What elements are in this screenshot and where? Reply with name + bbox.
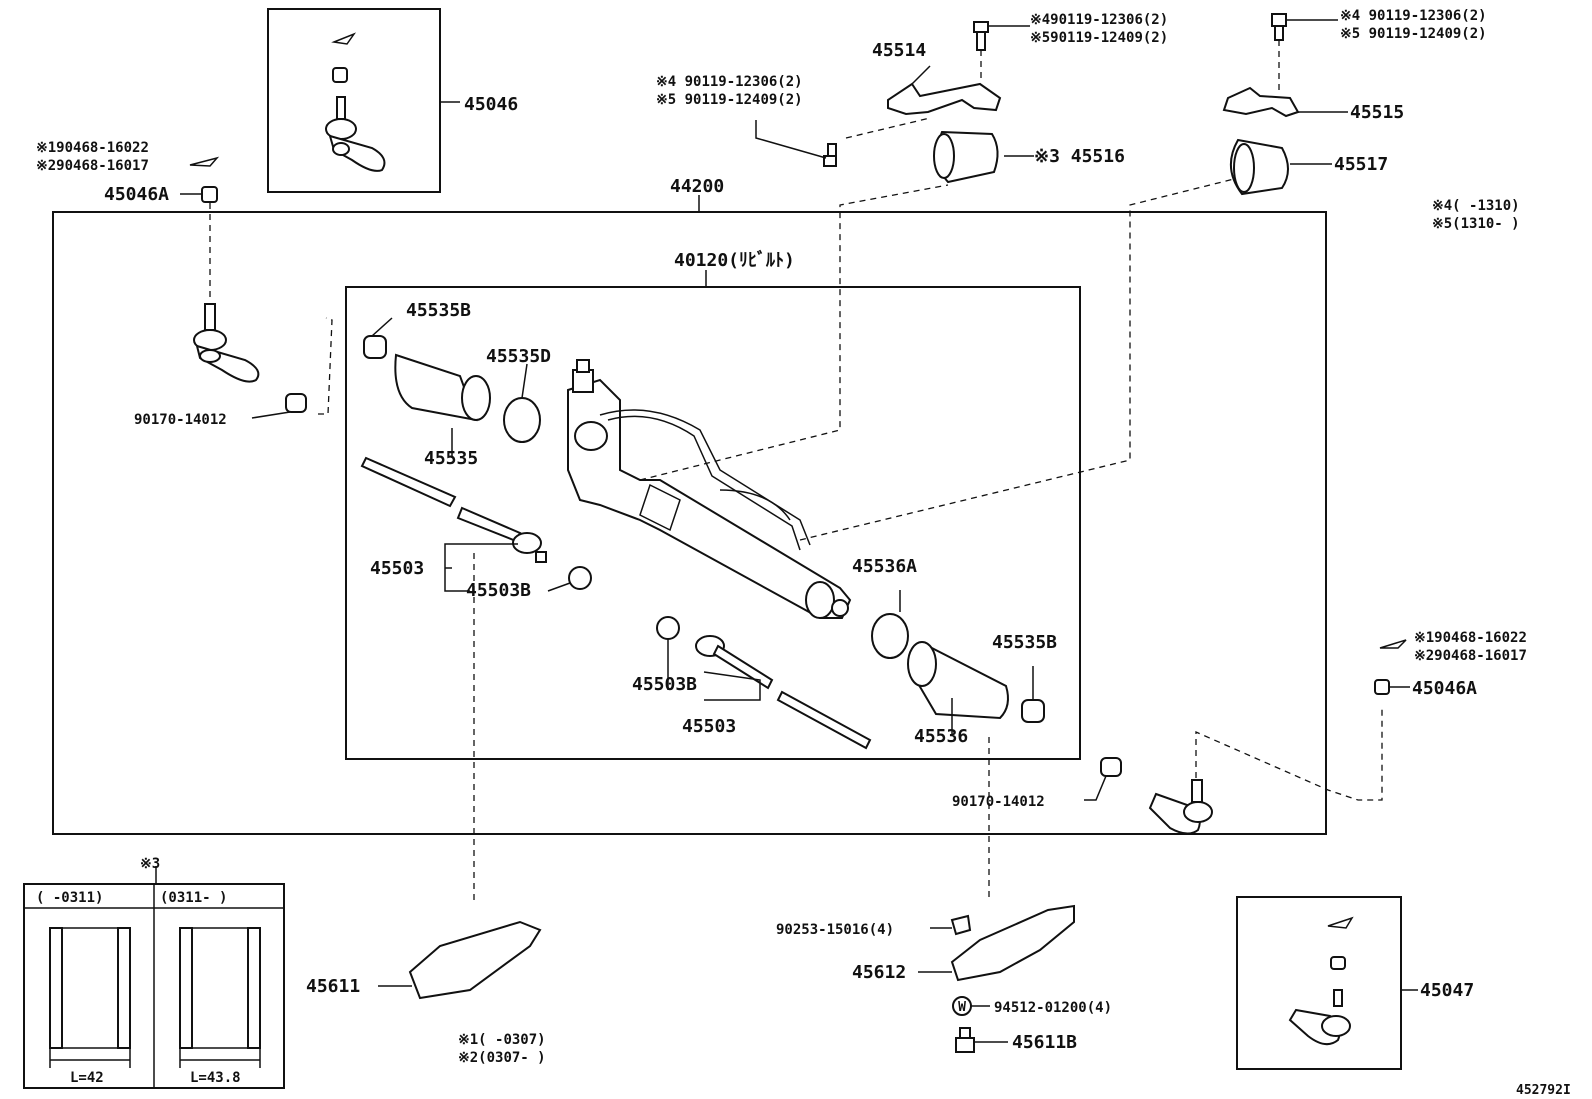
dust-boot-icon — [394, 353, 491, 422]
tie-rod-end-kit-icon — [1288, 916, 1354, 1046]
label-45047: 45047 — [1420, 980, 1474, 1001]
figure-id: 452792I — [1516, 1083, 1571, 1098]
bushing-dimension-table — [23, 866, 285, 1089]
label-45046: 45046 — [464, 94, 518, 115]
label-col1-head: ( -0311) — [36, 890, 103, 906]
label-col2-head: (0311- ) — [160, 890, 227, 906]
label-45612: 45612 — [852, 962, 906, 983]
label-bolt-right-1: ※4 90119-12306(2) — [1340, 8, 1487, 24]
label-45046a-left: 45046A — [104, 184, 169, 205]
assembly-40120-box — [345, 286, 1081, 760]
tie-rod-end-kit-icon — [325, 32, 386, 172]
inner-tie-rod-icon — [695, 635, 872, 750]
washer-icon — [568, 566, 592, 590]
label-45515: 45515 — [1350, 102, 1404, 123]
label-45535d: 45535D — [486, 346, 551, 367]
label-note1: ※1( -0307) — [458, 1032, 546, 1048]
label-bolt-left-1: ※4 90119-12306(2) — [656, 74, 803, 90]
assembly-44200-box — [52, 211, 1327, 835]
kit-45046-box — [267, 8, 441, 193]
bolt-icon — [1271, 13, 1287, 27]
label-45611: 45611 — [306, 976, 360, 997]
label-nut-right: 90170-14012 — [952, 794, 1045, 810]
dust-boot-icon — [907, 641, 1009, 720]
label-pin-left-2: ※290468-16017 — [36, 158, 149, 174]
inner-tie-rod-icon — [360, 456, 547, 563]
tie-rod-end-icon — [193, 303, 260, 383]
label-washer: 94512-01200(4) — [994, 1000, 1112, 1016]
label-45536: 45536 — [914, 726, 968, 747]
washer-icon — [656, 616, 680, 640]
label-bolt-9025: 90253-15016(4) — [776, 922, 894, 938]
label-40120: 40120(ﾘﾋﾞﾙﾄ) — [674, 249, 795, 271]
nut-icon — [285, 393, 307, 413]
label-45536a: 45536A — [852, 556, 917, 577]
washer-mark: W — [958, 1000, 966, 1015]
label-pin-left-1: ※190468-16022 — [36, 140, 149, 156]
clamp-icon — [871, 613, 909, 659]
label-45516: ※3 45516 — [1034, 146, 1125, 167]
bushing-icon — [933, 130, 999, 184]
label-44200: 44200 — [670, 176, 724, 197]
label-bolt-mid-2: ※590119-12409(2) — [1030, 30, 1168, 46]
label-45535: 45535 — [424, 448, 478, 469]
cotter-pin-icon — [1379, 639, 1407, 649]
bracket-icon — [887, 82, 1002, 116]
bracket-icon — [1222, 86, 1300, 118]
label-nut-left: 90170-14012 — [134, 412, 227, 428]
label-pin-right-1: ※190468-16022 — [1414, 630, 1527, 646]
nut-icon — [201, 186, 218, 203]
label-bolt-right-2: ※5 90119-12409(2) — [1340, 26, 1487, 42]
label-len2: L=43.8 — [190, 1070, 241, 1086]
label-45503-left: 45503 — [370, 558, 424, 579]
clamp-icon — [1021, 699, 1045, 723]
label-45535b-top: 45535B — [406, 300, 471, 321]
bracket-icon — [950, 904, 1075, 982]
cotter-pin-icon — [189, 156, 220, 167]
label-note4: ※4( -1310) — [1432, 198, 1520, 214]
label-45503-right: 45503 — [682, 716, 736, 737]
clamp-icon — [503, 397, 541, 443]
bushing-icon — [1230, 138, 1289, 196]
label-note2: ※2(0307- ) — [458, 1050, 546, 1066]
nut-icon — [1100, 757, 1122, 777]
label-45535b-right: 45535B — [992, 632, 1057, 653]
label-45517: 45517 — [1334, 154, 1388, 175]
label-bolt-mid-1: ※490119-12306(2) — [1030, 12, 1168, 28]
bolt-icon — [973, 21, 989, 33]
label-note3: ※3 — [140, 856, 160, 872]
bracket-icon — [408, 920, 542, 1000]
label-len1: L=42 — [70, 1070, 104, 1086]
label-45503b-left: 45503B — [466, 580, 531, 601]
label-45503b-right: 45503B — [632, 674, 697, 695]
bolt-icon — [950, 914, 972, 936]
clamp-icon — [363, 335, 387, 359]
kit-45047-box — [1236, 896, 1402, 1070]
steering-rack-icon — [567, 359, 852, 619]
label-bolt-left-2: ※5 90119-12409(2) — [656, 92, 803, 108]
label-45611b: 45611B — [1012, 1032, 1077, 1053]
label-pin-right-2: ※290468-16017 — [1414, 648, 1527, 664]
tie-rod-end-icon — [1148, 779, 1213, 835]
label-45514: 45514 — [872, 40, 926, 61]
label-45046a-right: 45046A — [1412, 678, 1477, 699]
label-note5: ※5(1310- ) — [1432, 216, 1520, 232]
bolt-icon — [959, 1027, 971, 1039]
nut-icon — [1374, 679, 1390, 695]
